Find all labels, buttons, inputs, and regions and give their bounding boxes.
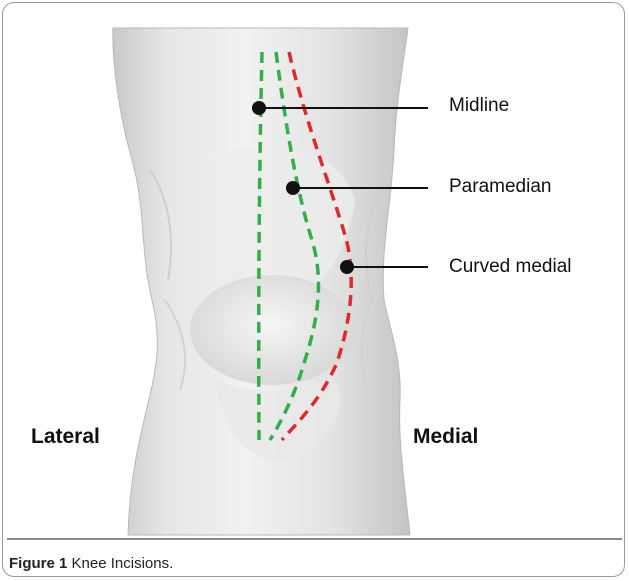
figure-caption-text: Knee Incisions. (67, 555, 173, 572)
curved-medial-marker (340, 260, 354, 274)
midline-marker (252, 101, 266, 115)
patella-shape (190, 275, 354, 385)
medial-side-label: Medial (413, 426, 478, 447)
figure-number: Figure 1 (9, 555, 67, 572)
caption-divider (7, 538, 622, 540)
midline-label: Midline (449, 96, 509, 115)
curved-medial-label: Curved medial (449, 257, 572, 276)
paramedian-marker (286, 181, 300, 195)
lateral-side-label: Lateral (31, 426, 100, 447)
figure-caption: Figure 1 Knee Incisions. (9, 555, 173, 572)
paramedian-label: Paramedian (449, 177, 551, 196)
